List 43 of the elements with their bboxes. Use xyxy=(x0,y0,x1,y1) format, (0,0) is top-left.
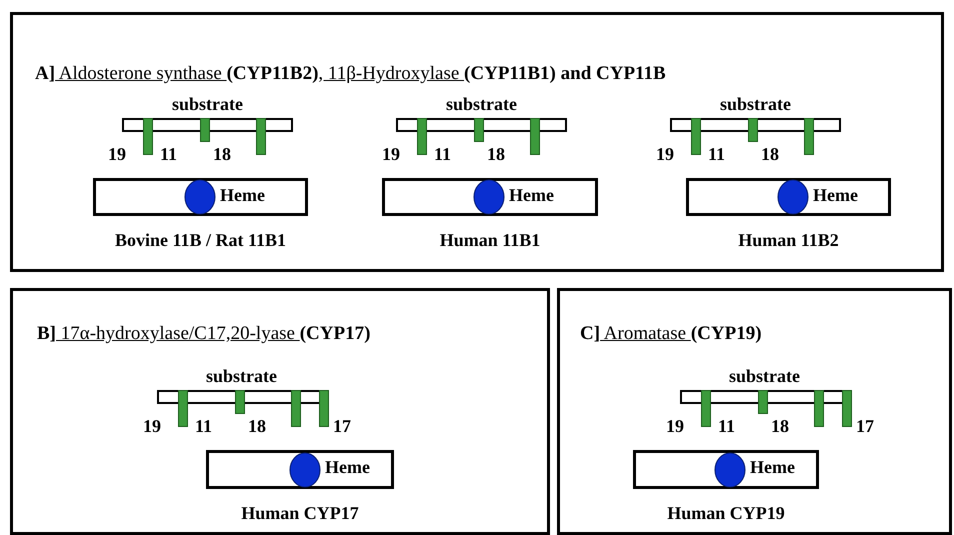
enzyme-name: Bovine 11B / Rat 11B1 xyxy=(114,230,286,250)
position-number: 19 xyxy=(382,144,400,164)
substrate-label: substrate xyxy=(729,366,800,386)
panel-title: A] Aldosterone synthase (CYP11B2), 11β-Hydroxylase (CYP11B1) and CYP11B xyxy=(35,63,666,85)
heme-label: Heme xyxy=(220,185,265,205)
position-number: 19 xyxy=(143,416,161,436)
substrate-label: substrate xyxy=(446,94,517,114)
heme-label: Heme xyxy=(813,185,858,205)
heme-label: Heme xyxy=(750,457,795,477)
position-number: 11 xyxy=(708,144,726,164)
heme-label: Heme xyxy=(509,185,554,205)
enzyme-name: Human 11B2 xyxy=(738,230,839,250)
enzyme-box xyxy=(633,450,819,489)
panel-frame xyxy=(10,12,944,272)
position-number: 18 xyxy=(248,416,266,436)
panel-title: B] 17α-hydroxylase/C17,20-lyase (CYP17) xyxy=(37,323,370,345)
position-number: 18 xyxy=(761,144,779,164)
substrate-label: substrate xyxy=(206,366,277,386)
panel-title: C] Aromatase (CYP19) xyxy=(580,323,762,345)
enzyme-box xyxy=(206,450,394,489)
position-number: 17 xyxy=(333,416,351,436)
position-number: 11 xyxy=(718,416,736,436)
substrate-label: substrate xyxy=(172,94,243,114)
enzyme-name: Human 11B1 xyxy=(440,230,540,250)
panel-frame xyxy=(557,288,952,535)
position-number: 19 xyxy=(666,416,684,436)
position-number: 11 xyxy=(195,416,212,436)
panel-frame xyxy=(10,288,550,535)
substrate-label: substrate xyxy=(720,94,791,114)
enzyme-box xyxy=(382,178,598,216)
position-number: 17 xyxy=(856,416,874,436)
enzyme-box xyxy=(686,178,891,216)
position-number: 11 xyxy=(434,144,452,164)
enzyme-name: Human CYP17 xyxy=(241,503,359,523)
position-number: 11 xyxy=(160,144,178,164)
position-number: 18 xyxy=(487,144,505,164)
position-number: 19 xyxy=(108,144,126,164)
position-number: 18 xyxy=(771,416,789,436)
position-number: 19 xyxy=(656,144,674,164)
position-number: 18 xyxy=(213,144,231,164)
enzyme-name: Human CYP19 xyxy=(667,503,785,523)
enzyme-box xyxy=(93,178,308,216)
heme-label: Heme xyxy=(325,457,370,477)
